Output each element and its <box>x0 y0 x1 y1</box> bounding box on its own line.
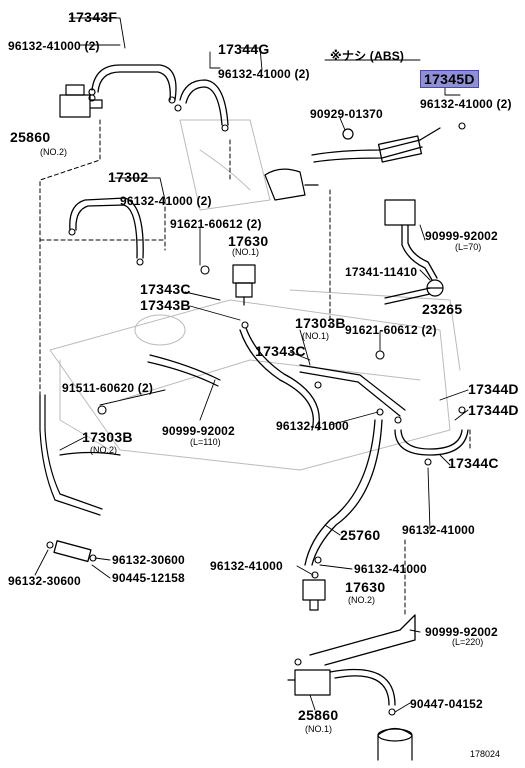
hose-17302 <box>69 197 144 259</box>
vsv-25860-no2-top <box>59 84 103 118</box>
pipe-90999-92002-L110 <box>147 354 221 387</box>
label-17630-top: 17630 <box>228 233 269 249</box>
canister-bottom <box>377 727 413 761</box>
label-96132-41000-e: 96132-41000 <box>276 419 349 433</box>
label-96132-41000-g: 96132-41000 <box>210 559 283 573</box>
engine-background-outline <box>49 119 461 471</box>
label-17341-11410: 17341-11410 <box>345 265 418 279</box>
label-96132-30600-b: 96132-30600 <box>8 574 81 588</box>
label-25860-bottom-sub: (NO.1) <box>305 724 332 734</box>
label-96132-30600-a: 96132-30600 <box>112 553 185 567</box>
note-abs: ※ナシ (ABS) <box>330 49 405 63</box>
label-25860-bottom: 25860 <box>298 707 339 723</box>
filter-90929-01370 <box>264 128 354 201</box>
label-17344D-b: 17344D <box>468 402 519 418</box>
pipe-17303B-no1 <box>299 364 406 417</box>
label-96132-41000-c: 96132-41000 (2) <box>420 97 512 111</box>
label-17630-top-sub: (NO.1) <box>232 247 259 257</box>
label-17303B-a: 17303B <box>295 315 346 331</box>
label-25760: 25760 <box>340 527 381 543</box>
label-90999-92002-a-sub: (L=70) <box>455 242 482 252</box>
hose-17343F <box>91 64 177 101</box>
hose-17345D <box>311 127 441 163</box>
vsv-17630-no1 <box>232 264 256 306</box>
label-96132-41000-h: 96132-41000 <box>354 562 427 576</box>
label-17343B-a: 17343B <box>140 297 191 313</box>
vsv-25860-no1-bottom <box>287 669 331 696</box>
pipe-17341-11410 <box>384 287 431 305</box>
label-leaders <box>34 17 469 713</box>
label-90929-01370: 90929-01370 <box>310 107 383 121</box>
label-17303B-b: 17303B <box>82 429 133 445</box>
label-17344G: 17344G <box>218 41 270 57</box>
hose-17344C <box>394 429 469 456</box>
label-90447-04152: 90447-04152 <box>410 697 483 711</box>
pipe-17303B-no2 <box>39 394 121 516</box>
hose-90999-92002-L70 <box>401 224 438 281</box>
label-96132-41000-b: 96132-41000 (2) <box>218 67 310 81</box>
hose-25760 <box>304 419 383 566</box>
dashed-leaders <box>39 119 471 616</box>
label-25860-top-sub: (NO.2) <box>40 147 67 157</box>
label-91621-60612-b: 91621-60612 (2) <box>345 323 437 337</box>
hose-17344G <box>179 79 229 126</box>
label-17345D-highlighted: 17345D <box>420 70 479 88</box>
label-17630-bottom: 17630 <box>345 579 386 595</box>
label-91621-60612-a: 91621-60612 (2) <box>170 217 262 231</box>
label-90999-92002-a: 90999-92002 <box>425 229 498 243</box>
hose-90999-92002-L220 <box>309 614 416 666</box>
label-90999-92002-c-sub: (L=220) <box>452 637 484 647</box>
label-91511-60620: 91511-60620 (2) <box>62 381 154 395</box>
label-25860-top: 25860 <box>10 129 51 145</box>
figure-number: 178024 <box>470 749 501 759</box>
label-17343F: 17343F <box>68 9 118 25</box>
label-17343C-a: 17343C <box>140 281 191 297</box>
label-17630-bottom-sub: (NO.2) <box>348 595 375 605</box>
hose-96132-30600 <box>53 540 92 563</box>
component-23265 <box>426 279 444 297</box>
hose-90447-04152 <box>329 668 396 706</box>
label-17302: 17302 <box>108 169 149 185</box>
hose-clamps <box>46 94 466 716</box>
label-90999-92002-c: 90999-92002 <box>425 625 498 639</box>
label-17344D-a: 17344D <box>468 381 519 397</box>
label-17344C: 17344C <box>448 455 499 471</box>
label-90445-12158: 90445-12158 <box>112 571 185 585</box>
label-96132-41000-f: 96132-41000 <box>402 523 475 537</box>
connector-top-right <box>384 199 416 226</box>
label-96132-41000-d: 96132-41000 (2) <box>120 194 212 208</box>
label-90999-92002-b-sub: (L=110) <box>190 437 221 447</box>
label-17303B-b-sub: (NO.2) <box>90 445 117 455</box>
label-17343C-b: 17343C <box>255 343 306 359</box>
hose-17343C-a <box>239 327 320 431</box>
label-17303B-a-sub: (NO.1) <box>302 331 329 341</box>
vsv-17630-no2 <box>302 579 326 611</box>
label-96132-41000-a: 96132-41000 (2) <box>8 39 100 53</box>
label-90999-92002-b: 90999-92002 <box>162 424 235 438</box>
label-23265: 23265 <box>422 301 463 317</box>
